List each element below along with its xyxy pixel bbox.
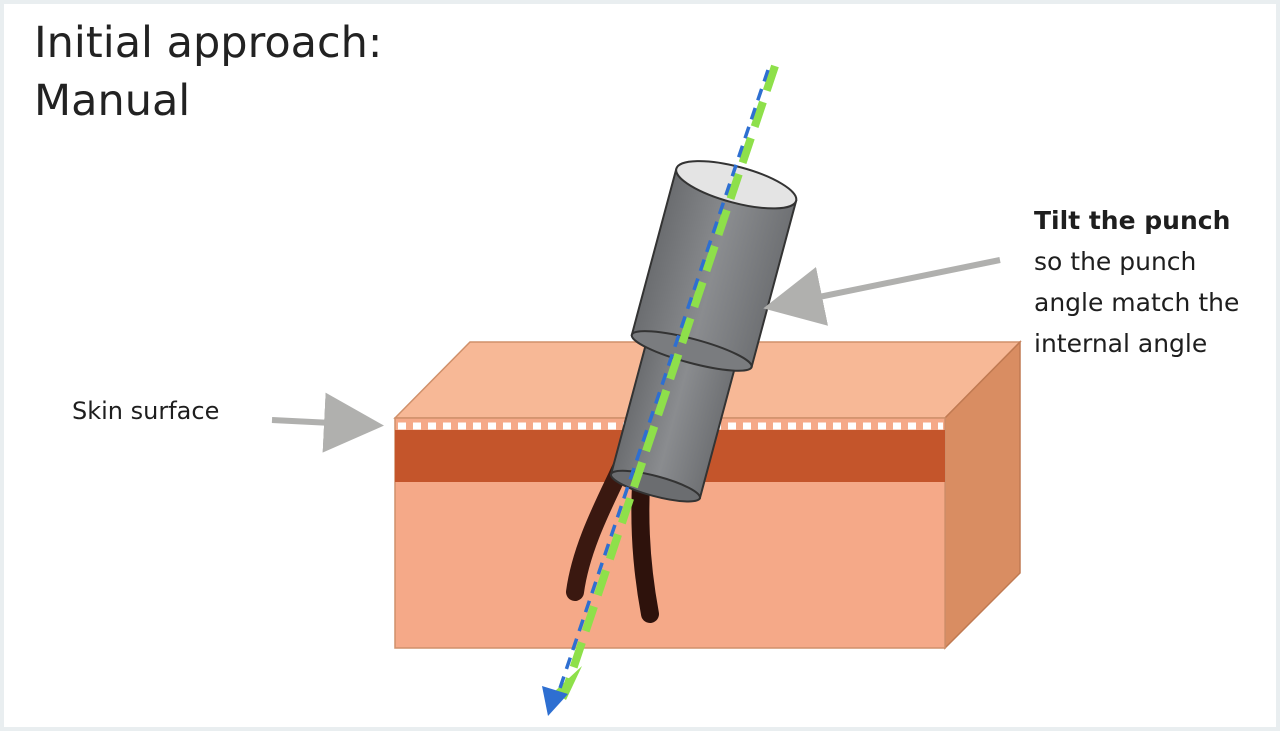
skin-label-pointer-arrow [271, 392, 384, 453]
callout-line-3: angle match the [1034, 288, 1240, 317]
callout-pointer-arrow [763, 257, 1001, 326]
skin-surface-label: Skin surface [72, 397, 220, 425]
punch-angle-line [554, 69, 770, 701]
biopsy-punch [609, 160, 798, 503]
callout-line-1: Tilt the punch [1034, 206, 1231, 235]
punch-handle-bottom [630, 330, 753, 372]
angle-axes [542, 64, 779, 716]
follicle-angle-arrowhead [554, 666, 582, 700]
punch-angle-arrowhead [542, 686, 568, 716]
title-line-1: Initial approach: [34, 18, 383, 68]
callout-line-2: so the punch [1034, 247, 1197, 276]
follicle-angle-line [562, 64, 779, 692]
callout-line-4: internal angle [1034, 329, 1208, 358]
title-line-2: Manual [34, 76, 191, 126]
diagram-title: Initial approach: Manual [34, 14, 382, 130]
tilt-callout: Tilt the punch so the punch angle match … [1034, 200, 1239, 364]
